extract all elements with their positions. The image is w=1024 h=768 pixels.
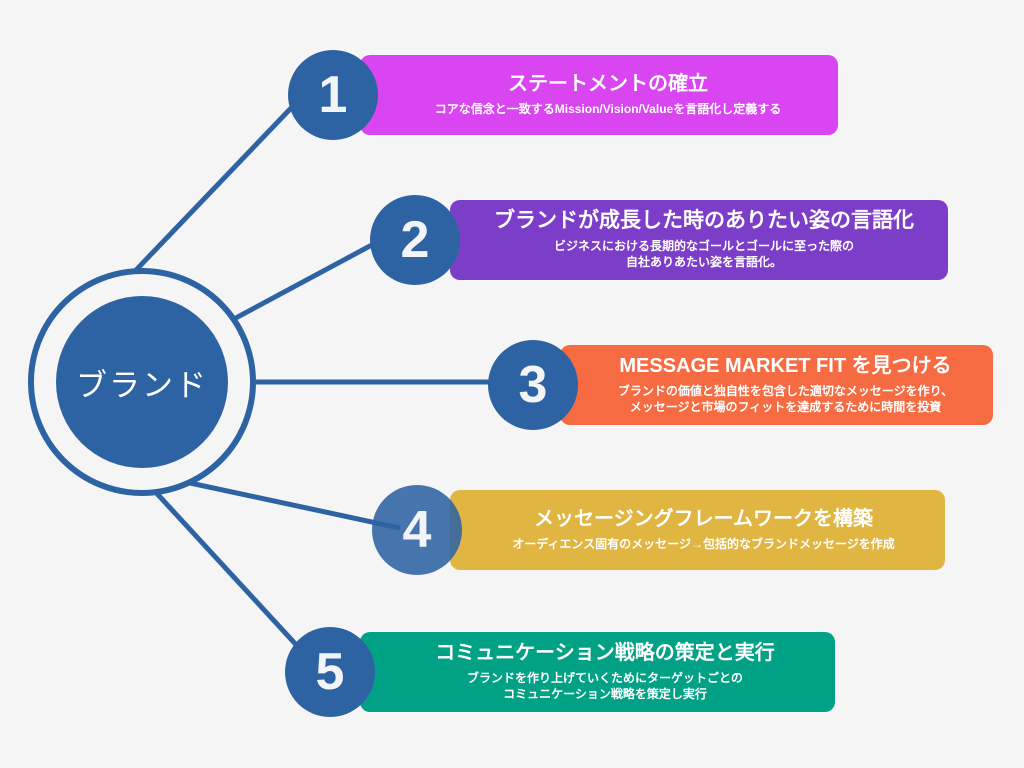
step-description-1: コアな信念と一致するMission/Vision/Valueを言語化し定義する: [434, 101, 782, 116]
step-title-4: メッセージングフレームワークを構築: [534, 508, 873, 531]
step-title-5: コミュニケーション戦略の策定と実行: [435, 642, 775, 665]
step-number-label-5: 5: [315, 643, 345, 701]
step-title-3: MESSAGE MARKET FIT を見つける: [619, 355, 952, 378]
step-title-1: ステートメントの確立: [508, 73, 708, 96]
step-bar-1[interactable]: ステートメントの確立コアな信念と一致するMission/Vision/Value…: [360, 55, 838, 135]
connector-line-4: [175, 477, 401, 531]
step-title-2: ブランドが成長した時のありたい姿の言語化: [494, 209, 914, 233]
step-description-4: オーディエンス固有のメッセージ→包括的なブランドメッセージを作成: [512, 536, 895, 551]
step-number-label-4: 4: [402, 501, 432, 559]
step-bar-4[interactable]: メッセージングフレームワークを構築オーディエンス固有のメッセージ→包括的なブラン…: [450, 490, 945, 570]
step-description-5: ブランドを作り上げていくためにターゲットごとの コミュニケーション戦略を策定し実…: [467, 670, 743, 701]
step-bar-2[interactable]: ブランドが成長した時のありたい姿の言語化ビジネスにおける長期的なゴールとゴールに…: [450, 200, 948, 280]
step-bar-3[interactable]: MESSAGE MARKET FIT を見つけるブランドの価値と独自性を包含した…: [560, 345, 993, 425]
connector-line-5: [148, 484, 314, 664]
step-description-2: ビジネスにおける長期的なゴールとゴールに至った際の 自社ありあたい姿を言語化。: [553, 239, 854, 270]
step-number-circle-4[interactable]: 4: [372, 485, 462, 575]
step-number-circle-1[interactable]: 1: [288, 50, 378, 140]
hub-label: ブランド: [76, 367, 208, 403]
step-number-label-1: 1: [318, 66, 348, 124]
step-number-label-3: 3: [518, 356, 548, 414]
step-number-circle-5[interactable]: 5: [285, 627, 375, 717]
step-number-label-2: 2: [400, 211, 430, 269]
step-bar-5[interactable]: コミュニケーション戦略の策定と実行ブランドを作り上げていくためにターゲットごとの…: [360, 632, 835, 712]
step-description-3: ブランドの価値と独自性を包含した適切なメッセージを作り、 メッセージと市場のフィ…: [617, 383, 954, 414]
step-number-circle-2[interactable]: 2: [370, 195, 460, 285]
hub-node[interactable]: ブランド: [56, 296, 228, 468]
step-number-circle-3[interactable]: 3: [488, 340, 578, 430]
